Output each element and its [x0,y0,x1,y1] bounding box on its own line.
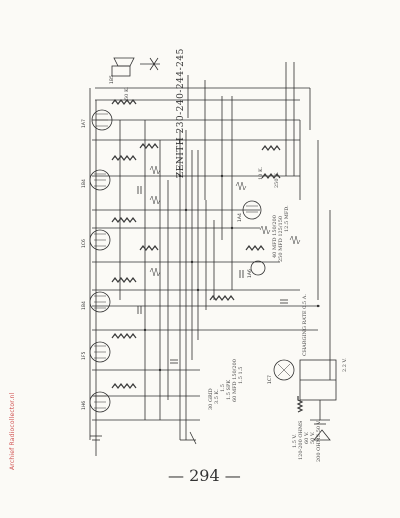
note: 250 K. [274,171,280,188]
tube-label: 1C7 [268,375,273,384]
tube-label: 1B5 [110,75,115,84]
note: 10 K. [258,166,264,180]
tube-label: 1A7 [82,119,87,128]
note: 12.5 MFD. [284,205,290,232]
tube-label: 1A6 [248,269,253,278]
watermark: Archief Radiocollector.nl [9,392,16,470]
tube-label: 1B4 [82,179,87,188]
page-number: — 294 — [168,466,241,485]
note: 200 OHMS 50 V. [316,419,322,462]
tube-label: 1C6 [82,239,87,248]
tube-label: 1H6 [82,400,87,410]
note: 50 K. [124,86,130,100]
tube-label: 1A4 [238,213,243,222]
tube-label: 1B4 [82,301,87,310]
note: 2.2 V. [342,358,348,372]
page-number-value: 294 [189,466,220,485]
note: CHARGING RATE 0.5 A. [302,294,308,356]
schematic-wiring [89,57,337,456]
model-title: ZENITH 230-240-244-245 [176,48,186,178]
tube-label: 1F5 [82,351,87,360]
note: 1.5 1.5 [238,366,244,385]
